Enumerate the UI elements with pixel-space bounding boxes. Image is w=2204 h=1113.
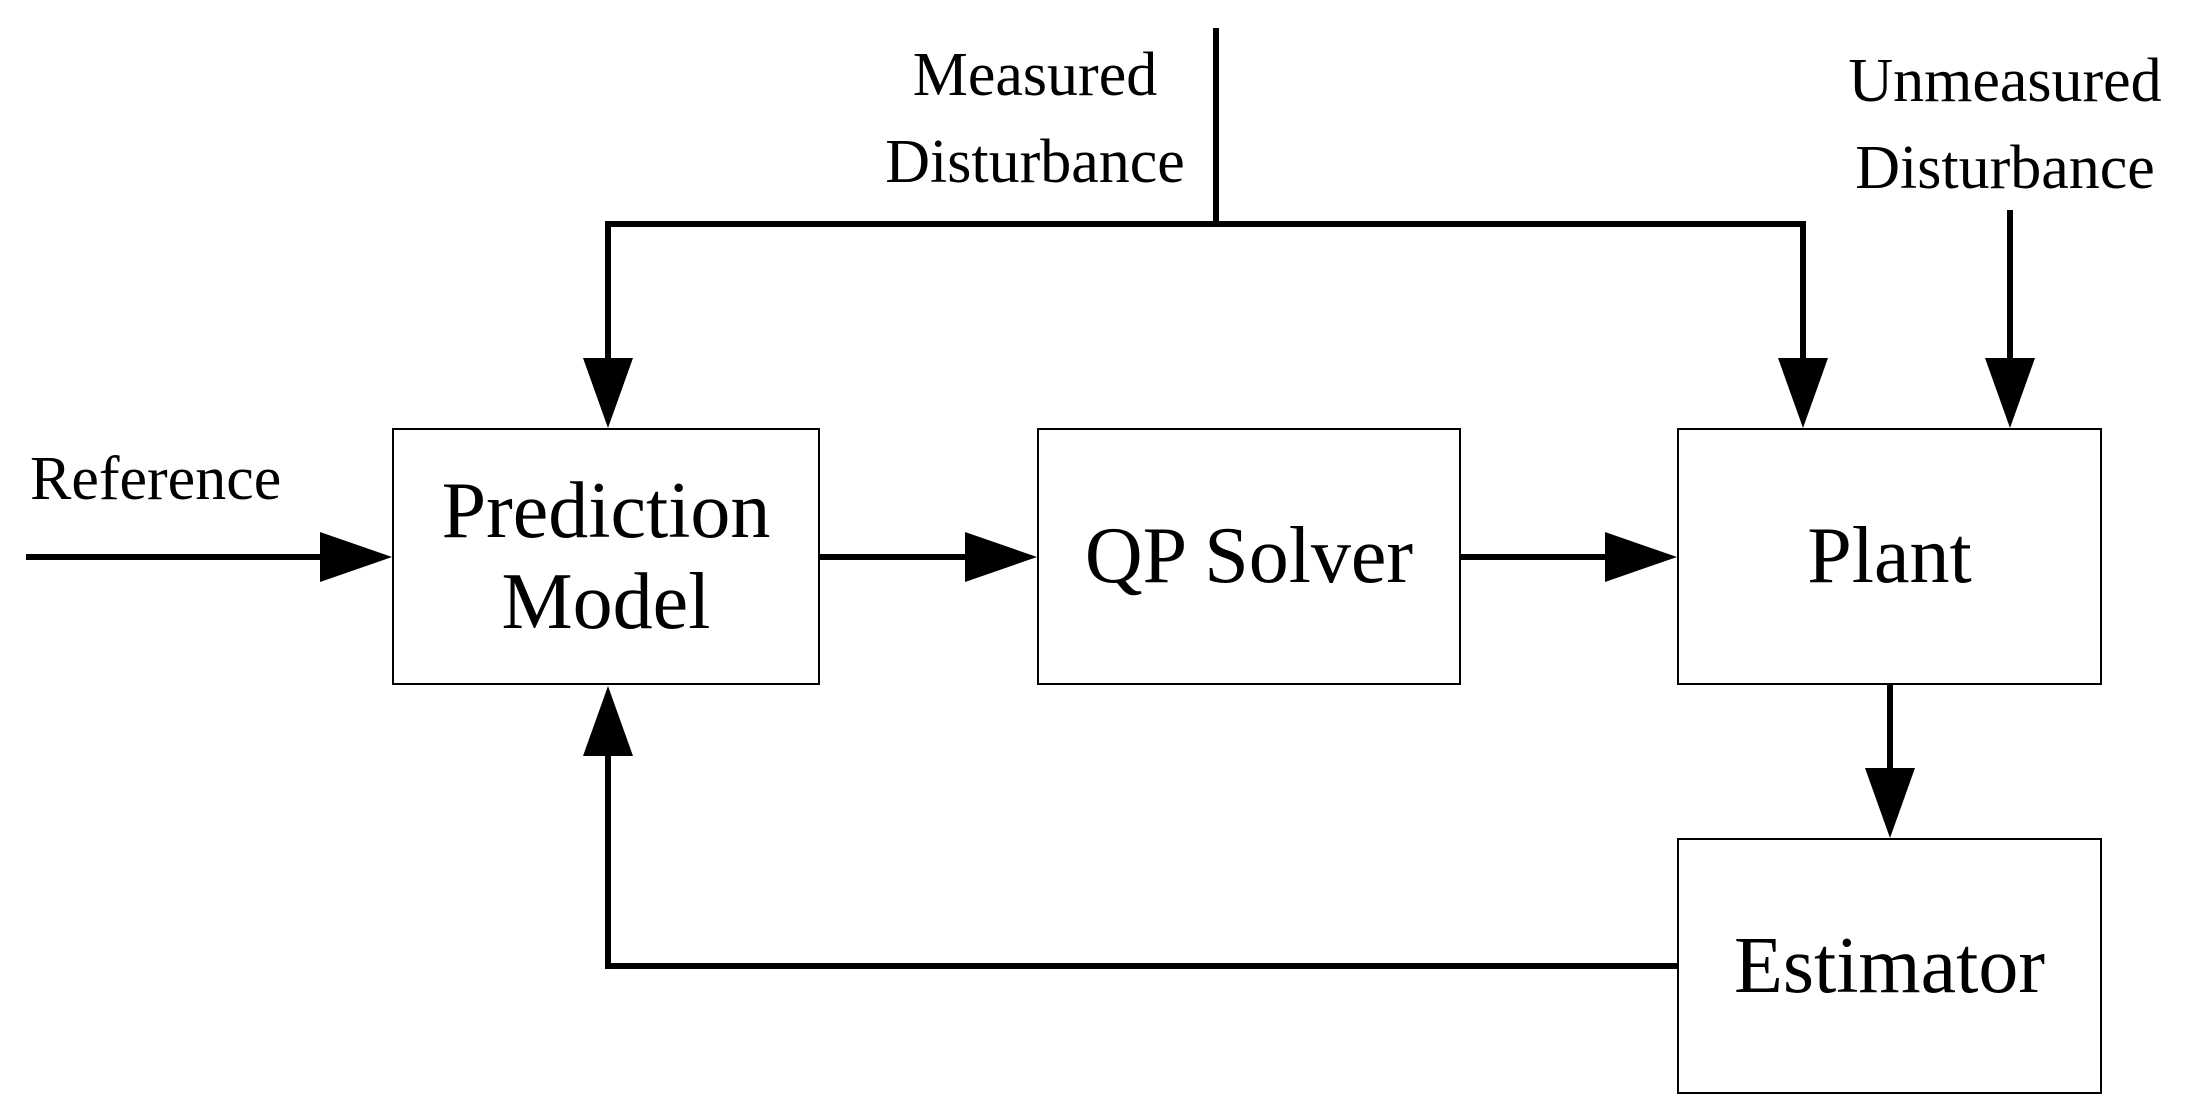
measured-disturbance-line2: Disturbance [885, 127, 1185, 196]
measured-disturbance-label: Measured Disturbance [850, 32, 1220, 206]
unmeasured-to-plant-arrowhead [1985, 358, 2035, 428]
solver-to-plant-arrowhead [1605, 532, 1677, 582]
model-to-solver-arrowhead [965, 532, 1037, 582]
unmeasured-disturbance-line2: Disturbance [1855, 133, 2155, 202]
estimator-label: Estimator [1733, 921, 2046, 1010]
estimator-block: Estimator [1677, 838, 2102, 1094]
unmeasured-disturbance-line1: Unmeasured [1848, 47, 2162, 115]
plant-label: Plant [1807, 512, 1972, 601]
feedback-arrowhead [583, 686, 633, 756]
estimator-feedback-line [605, 752, 1677, 969]
measured-disturbance-line1: Measured [912, 41, 1158, 109]
prediction-model-block: Prediction Model [392, 428, 820, 685]
plant-block: Plant [1677, 428, 2102, 685]
measured-to-model-arrowhead [583, 358, 633, 428]
prediction-model-label-line2: Model [501, 557, 711, 646]
qp-solver-block: QP Solver [1037, 428, 1461, 685]
measured-disturbance-branch [605, 221, 1806, 362]
plant-to-estimator-arrowhead [1865, 768, 1915, 838]
reference-label: Reference [30, 436, 340, 523]
measured-to-plant-arrowhead [1778, 358, 1828, 428]
reference-arrowhead [320, 532, 392, 582]
qp-solver-label: QP Solver [1084, 512, 1414, 601]
reference-text: Reference [30, 445, 282, 513]
prediction-model-label-line1: Prediction [441, 467, 771, 556]
unmeasured-disturbance-label: Unmeasured Disturbance [1820, 38, 2190, 212]
